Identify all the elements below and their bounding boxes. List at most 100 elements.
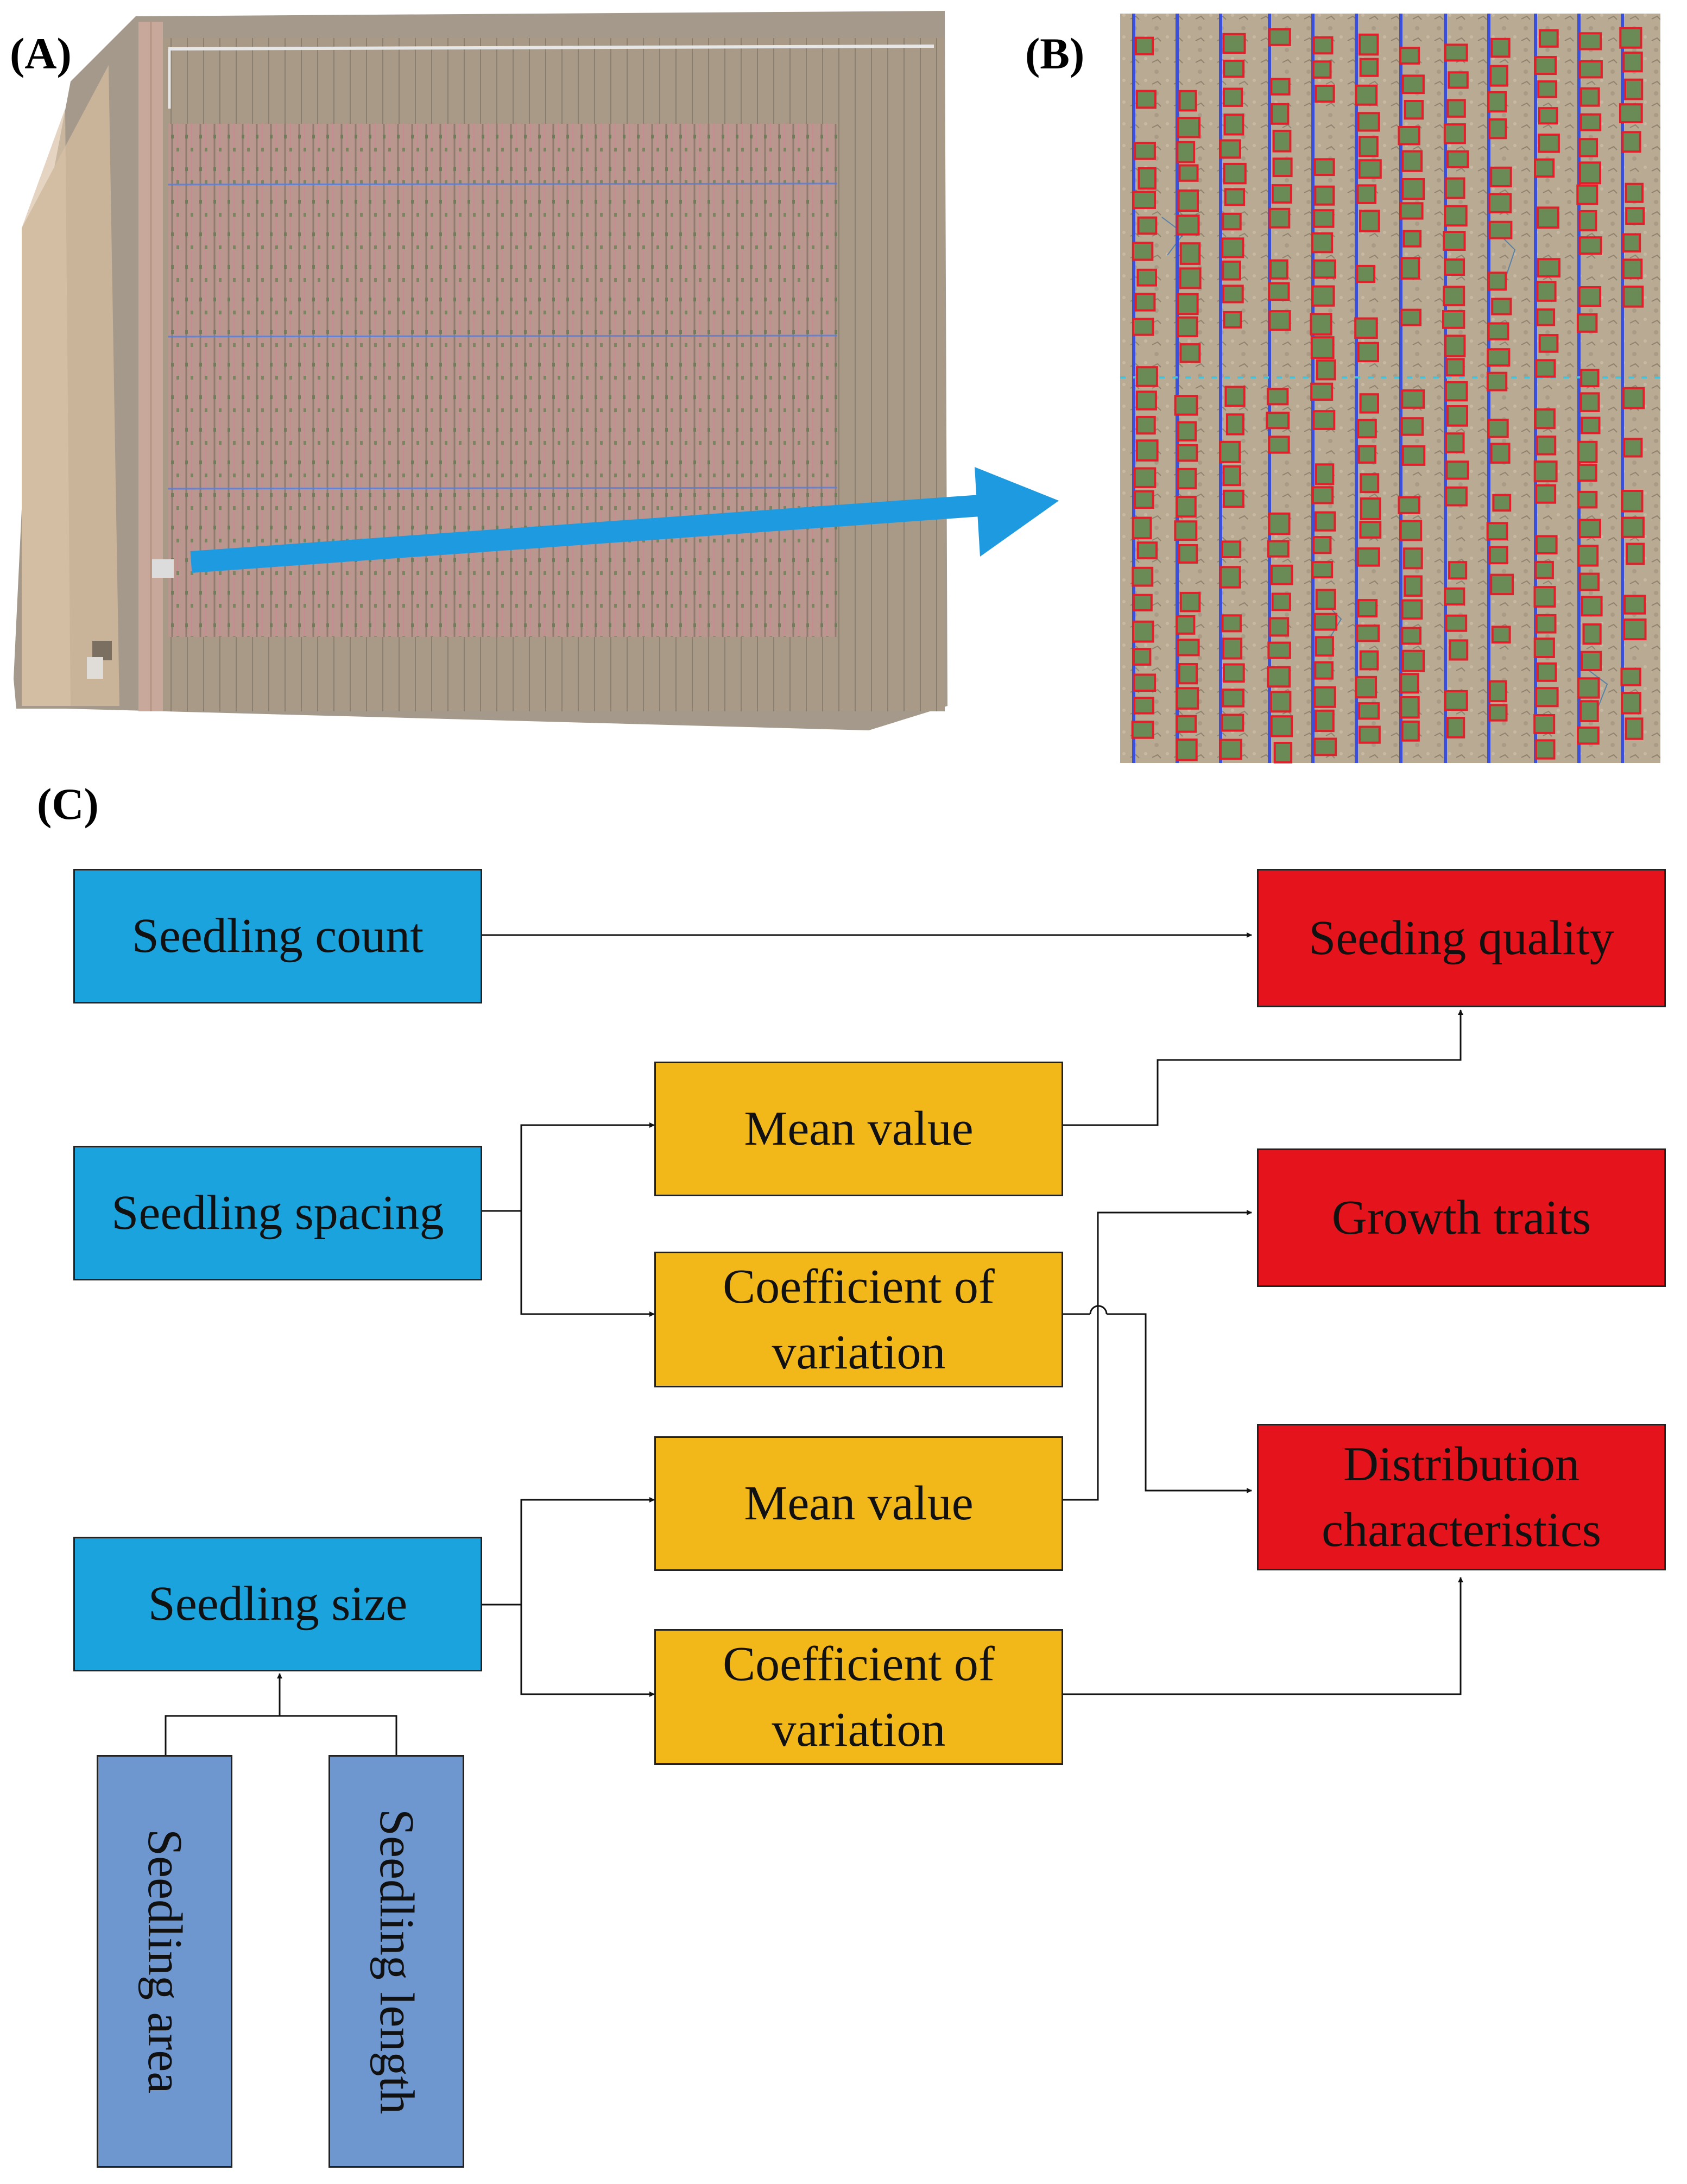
seedling-detection-box bbox=[1538, 134, 1560, 153]
seedling-detection-box bbox=[1311, 232, 1334, 254]
seedling-detection-box bbox=[1442, 310, 1465, 329]
seedling-detection-box bbox=[1619, 103, 1643, 123]
size-cv-line1: Coefficient of bbox=[723, 1637, 995, 1691]
seedling-detection-box bbox=[1315, 85, 1335, 103]
seedling-detection-box bbox=[1401, 178, 1425, 200]
seedling-detection-box bbox=[1314, 661, 1334, 680]
connector-spacing-to-cv bbox=[520, 1211, 655, 1317]
seedling-detection-box bbox=[1176, 214, 1200, 236]
seedling-detection-box bbox=[1621, 131, 1641, 153]
seedling-detection-box bbox=[1269, 691, 1292, 713]
seedling-detection-box bbox=[1132, 242, 1154, 261]
seedling-detection-box bbox=[1534, 408, 1556, 430]
seedling-detection-box bbox=[1222, 637, 1243, 660]
spacing-cv-line2: variation bbox=[772, 1325, 946, 1379]
seedling-detection-box bbox=[1221, 540, 1242, 559]
seedling-detection-box bbox=[1132, 516, 1152, 540]
seedling-detection-box bbox=[1625, 182, 1644, 203]
seedling-detection-box bbox=[1535, 535, 1558, 555]
seedling-length-box: Seedling length bbox=[328, 1755, 464, 2168]
seedling-detection-box bbox=[1359, 521, 1382, 539]
seedling-detection-box bbox=[1579, 700, 1599, 723]
seedling-detection-box bbox=[1402, 230, 1422, 248]
seedling-detection-box bbox=[1223, 59, 1245, 78]
seedling-detection-box bbox=[1358, 702, 1380, 720]
seedling-size-box: Seedling size bbox=[73, 1537, 482, 1671]
seedling-detection-box bbox=[1625, 717, 1644, 740]
size-mean-box: Mean value bbox=[654, 1436, 1063, 1571]
seedling-detection-box bbox=[1444, 690, 1468, 711]
seedling-detection-box bbox=[1133, 673, 1157, 692]
connector-cv-to-distribution-2 bbox=[1063, 1577, 1463, 1695]
seedling-detection-box bbox=[1178, 164, 1199, 182]
seedling-detection-box bbox=[1404, 100, 1424, 120]
seedling-detection-box bbox=[1621, 516, 1645, 538]
seedling-detection-box bbox=[1579, 392, 1600, 412]
seedling-detection-box bbox=[1533, 586, 1556, 608]
seedling-detection-box bbox=[1537, 206, 1560, 229]
seedling-detection-box bbox=[1359, 58, 1379, 77]
seedling-detection-box bbox=[1625, 207, 1645, 225]
seedling-detection-box bbox=[1315, 636, 1334, 657]
seedling-detection-box bbox=[1401, 720, 1420, 742]
seedling-detection-box bbox=[1535, 484, 1557, 504]
seedling-detection-box bbox=[1443, 231, 1466, 251]
seedling-area-box: Seedling area bbox=[97, 1755, 232, 2168]
seedling-detection-box bbox=[1444, 43, 1468, 62]
seedling-detection-box bbox=[1445, 486, 1468, 507]
seedling-detection-box bbox=[1623, 618, 1647, 641]
seedling-detection-box bbox=[1312, 60, 1332, 79]
seedling-detection-box bbox=[1401, 445, 1426, 466]
seedling-detection-box bbox=[1626, 542, 1645, 565]
seedling-detection-box bbox=[1223, 663, 1245, 683]
flow-connectors bbox=[165, 932, 1463, 1755]
seedling-detection-box bbox=[1443, 123, 1466, 144]
seedling-detection-box bbox=[1174, 520, 1198, 541]
seedling-detection-box bbox=[1534, 56, 1557, 75]
panel-label-a: (A) bbox=[10, 29, 72, 78]
seedling-detection-box bbox=[1266, 388, 1289, 406]
seedling-detection-box bbox=[1313, 209, 1335, 228]
seedling-detection-box bbox=[1360, 497, 1381, 520]
seedling-detection-box bbox=[1135, 90, 1157, 109]
seedling-detection-box bbox=[1135, 439, 1159, 462]
connector-cv-to-distribution bbox=[1063, 1313, 1252, 1491]
seedling-detection-box bbox=[1400, 696, 1420, 719]
seedling-detection-box bbox=[1268, 28, 1291, 46]
seedling-detection-box bbox=[1354, 317, 1378, 339]
seedling-detection-box bbox=[1534, 158, 1555, 178]
seedling-detection-box bbox=[1310, 382, 1334, 401]
seedling-detection-box bbox=[1224, 188, 1246, 206]
distribution-line1: Distribution bbox=[1343, 1437, 1579, 1491]
seedling-detection-box bbox=[1131, 721, 1154, 739]
spacing-mean-box: Mean value bbox=[654, 1062, 1063, 1196]
seedling-detection-box bbox=[1177, 468, 1197, 490]
seedling-detection-box bbox=[1176, 687, 1199, 710]
connector-size-to-cv bbox=[520, 1605, 655, 1697]
seedling-detection-box bbox=[1357, 112, 1380, 132]
seedling-detection-box bbox=[1492, 494, 1512, 512]
seedling-detection-box bbox=[1401, 389, 1425, 409]
panel-label-b: (B) bbox=[1025, 29, 1085, 78]
seedling-detection-box bbox=[1448, 561, 1468, 580]
seedling-detection-box bbox=[1489, 65, 1508, 87]
seedling-detection-box bbox=[1579, 87, 1600, 107]
seedling-detection-box bbox=[1622, 387, 1645, 409]
seedling-detection-box bbox=[1537, 258, 1560, 278]
seedling-detection-box bbox=[1444, 205, 1468, 227]
seedling-detection-box bbox=[1577, 677, 1600, 699]
seedling-detection-box bbox=[1270, 78, 1291, 96]
seedling-detection-box bbox=[1176, 615, 1196, 635]
seedling-detection-box bbox=[1268, 435, 1290, 454]
seedling-detection-box bbox=[1578, 138, 1598, 157]
seedling-detection-box bbox=[1268, 207, 1291, 229]
seedling-detection-box bbox=[1448, 71, 1469, 89]
seedling-detection-box bbox=[1488, 118, 1507, 140]
seedling-detection-box bbox=[1536, 308, 1556, 326]
seedling-detection-box bbox=[1581, 596, 1603, 617]
seedling-detection-box bbox=[1577, 440, 1598, 464]
distribution-line2: characteristics bbox=[1322, 1503, 1601, 1557]
seedling-detection-box bbox=[1220, 566, 1241, 589]
seedling-detection-box bbox=[1581, 416, 1601, 434]
seedling-detection-box bbox=[1401, 150, 1423, 172]
